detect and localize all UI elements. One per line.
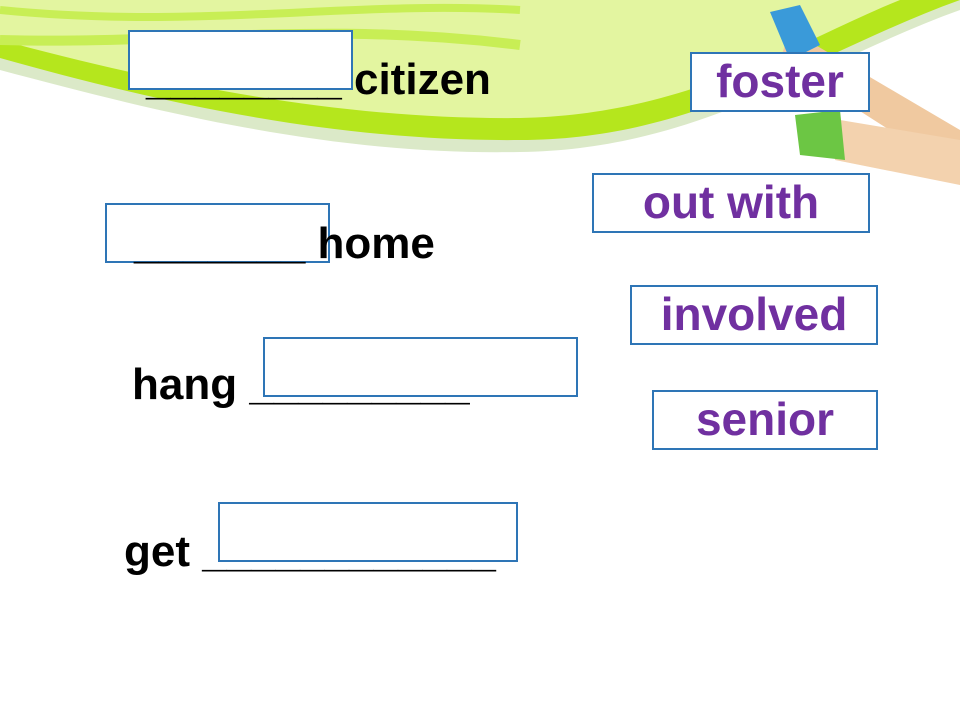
- word-card-senior[interactable]: senior: [652, 390, 878, 450]
- answer-box-4[interactable]: [218, 502, 518, 562]
- word-card-involved[interactable]: involved: [630, 285, 878, 345]
- phrase-hang: hang _________: [132, 360, 470, 409]
- phrase-citizen: ________ citizen: [146, 55, 491, 104]
- phrase-get: get ____________: [124, 527, 496, 576]
- answer-box-1[interactable]: [128, 30, 353, 90]
- word-card-foster[interactable]: foster: [690, 52, 870, 112]
- phrase-home: _______ home: [134, 219, 435, 268]
- word-card-out-with[interactable]: out with: [592, 173, 870, 233]
- answer-box-3[interactable]: [263, 337, 578, 397]
- paintbrush-icon: [795, 110, 960, 185]
- answer-box-2[interactable]: [105, 203, 330, 263]
